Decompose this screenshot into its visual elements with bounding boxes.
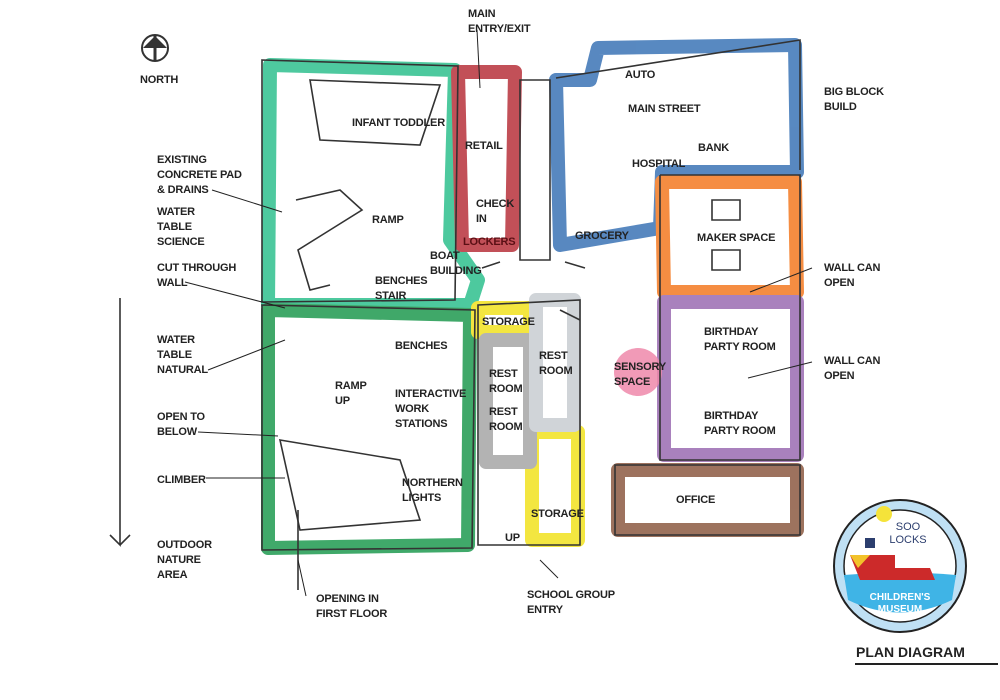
label-open-to-below: OPEN TO BELOW: [157, 411, 205, 438]
label-work-stations: INTERACTIVE WORK STATIONS: [395, 388, 467, 430]
zone-storage-bottom: [525, 425, 585, 547]
label-school-entry: SCHOOL GROUP ENTRY: [527, 589, 615, 616]
label-auto: AUTO: [625, 69, 656, 81]
label-boat-building: BOAT BUILDING: [430, 250, 482, 277]
logo-text: MUSEUM: [878, 604, 922, 615]
label-office: OFFICE: [676, 494, 716, 506]
label-rest-room-2: REST ROOM: [489, 368, 523, 395]
label-ramp: RAMP: [372, 214, 404, 226]
logo-text: SOO: [896, 521, 921, 533]
zone-restroom-2: [529, 293, 581, 432]
label-cut-through: CUT THROUGH WALL: [157, 262, 237, 289]
zone-maker: [655, 175, 804, 299]
label-northern-lights: NORTHERN LIGHTS: [402, 477, 463, 504]
label-birthday-1: BIRTHDAY PARTY ROOM: [704, 326, 776, 353]
logo-text: LOCKS: [889, 534, 926, 546]
label-rest-room-1: REST ROOM: [539, 350, 573, 377]
zone-green-bottom: [261, 303, 477, 555]
zone-office: [611, 463, 804, 537]
label-main-entry: MAIN ENTRY/EXIT: [468, 8, 531, 35]
label-benches: BENCHES: [395, 340, 448, 352]
label-benches-stair: BENCHES STAIR: [375, 275, 428, 302]
north-arrow-icon: [141, 34, 169, 62]
label-infant-toddler: INFANT TODDLER: [352, 117, 445, 129]
label-check-in: CHECK IN: [476, 198, 515, 225]
label-rest-room-3: REST ROOM: [489, 406, 523, 433]
label-birthday-2: BIRTHDAY PARTY ROOM: [704, 410, 776, 437]
zone-main-street: [549, 38, 804, 252]
label-ramp-up: RAMP UP: [335, 380, 367, 407]
label-storage-bottom: STORAGE: [531, 508, 584, 520]
label-grocery: GROCERY: [575, 230, 629, 242]
logo-text: CHILDREN'S: [870, 592, 931, 603]
label-climber: CLIMBER: [157, 474, 206, 486]
zone-restroom: [479, 333, 537, 469]
zone-retail: [451, 65, 522, 252]
label-retail: RETAIL: [465, 140, 503, 152]
label-wall-open-2: WALL CAN OPEN: [824, 355, 881, 382]
label-storage-top: STORAGE: [482, 316, 535, 328]
label-hospital: HOSPITAL: [632, 158, 686, 170]
sensory-space-shape: [614, 348, 662, 396]
label-outdoor: OUTDOOR NATURE AREA: [157, 539, 212, 581]
label-big-block: BIG BLOCK BUILD: [824, 86, 884, 113]
label-water-table-science: WATER TABLE SCIENCE: [157, 206, 205, 248]
label-main-street: MAIN STREET: [628, 103, 701, 115]
label-lockers: LOCKERS: [463, 236, 516, 248]
label-up: UP: [505, 532, 520, 544]
label-sensory: SENSORY SPACE: [614, 361, 666, 388]
label-concrete-pad: EXISTING CONCRETE PAD & DRAINS: [157, 154, 242, 196]
label-bank: BANK: [698, 142, 729, 154]
label-maker-space: MAKER SPACE: [697, 232, 776, 244]
plan-diagram-title: PLAN DIAGRAM: [856, 644, 965, 660]
compass-label: NORTH: [140, 74, 179, 86]
zone-birthday: [657, 295, 804, 462]
logo: CHILDREN'S MUSEUM SOO LOCKS: [833, 499, 967, 633]
label-water-table-natural: WATER TABLE NATURAL: [157, 334, 208, 376]
label-wall-open-1: WALL CAN OPEN: [824, 262, 881, 289]
label-opening-first-floor: OPENING IN FIRST FLOOR: [316, 593, 388, 620]
arrow-icon: [481, 261, 586, 269]
